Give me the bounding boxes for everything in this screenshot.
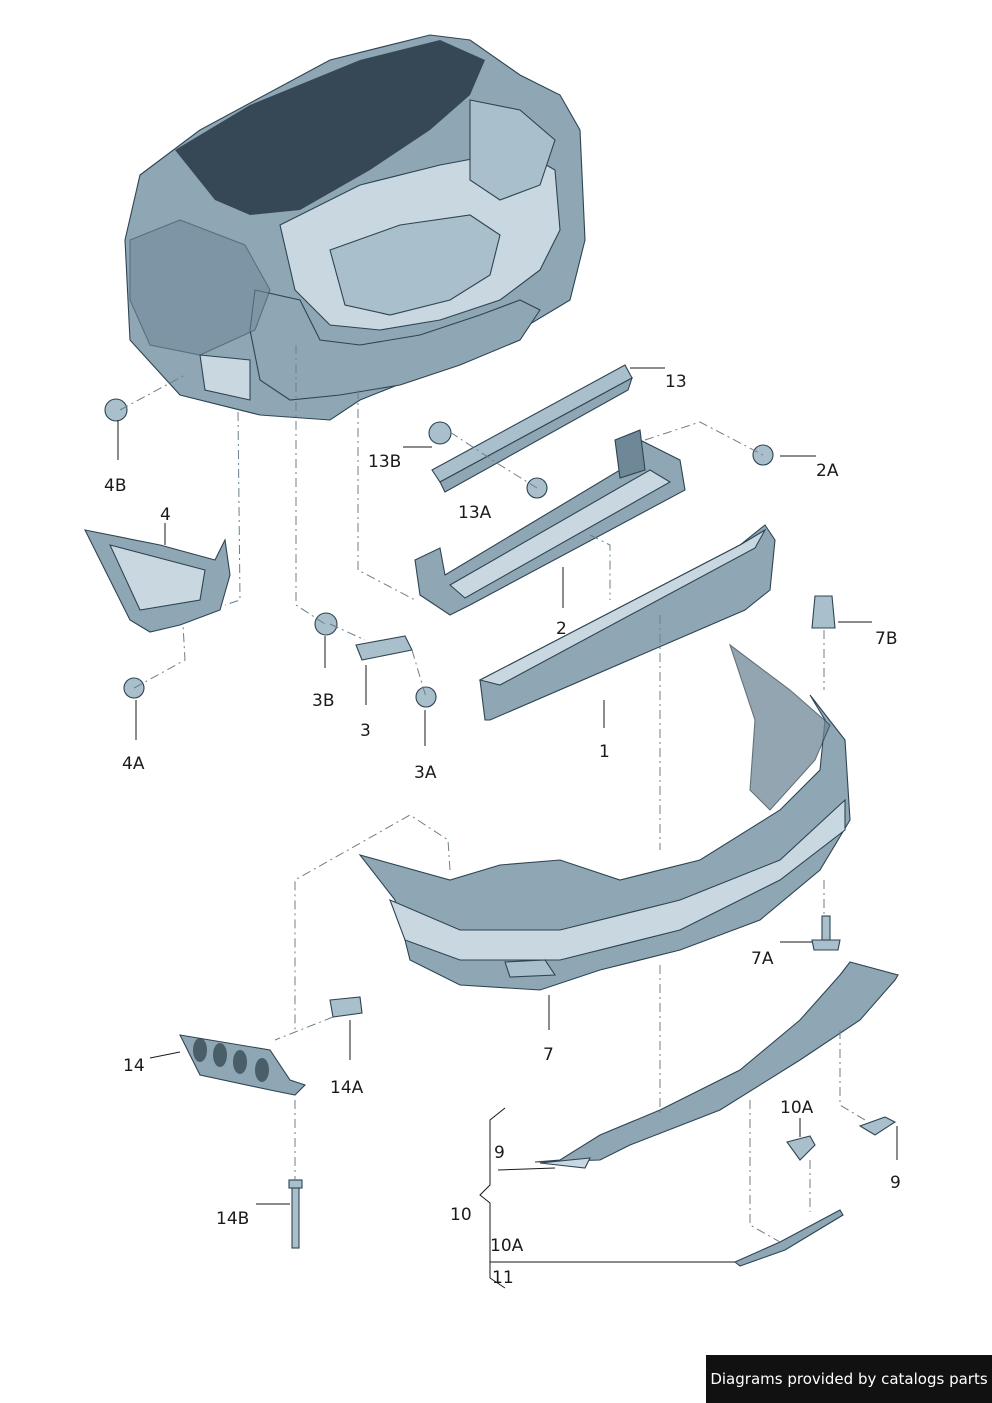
part-7-bumper-cover (358, 643, 851, 991)
part-3-clip (355, 635, 413, 661)
label-9-right: 9 (890, 1173, 901, 1193)
label-9-left: 9 (494, 1143, 505, 1163)
label-7a: 7A (751, 949, 774, 969)
part-10-diffuser (534, 961, 899, 1169)
label-3b: 3B (312, 691, 334, 711)
part-14b-rod (291, 1179, 300, 1249)
label-1: 1 (599, 742, 610, 762)
label-3a: 3A (414, 763, 437, 783)
part-14a-clip (329, 996, 363, 1018)
fastener-7b (811, 595, 836, 629)
label-10a-bottom: 10A (490, 1236, 524, 1256)
part-10a-clip (786, 1135, 816, 1161)
label-11: 11 (492, 1268, 514, 1288)
part-4-bracket (84, 529, 231, 633)
credit-banner: Diagrams provided by catalogs parts (706, 1355, 992, 1403)
label-14a: 14A (330, 1078, 364, 1098)
part-13-strip (431, 364, 633, 493)
label-13b: 13B (368, 452, 401, 472)
label-2: 2 (556, 619, 567, 639)
part-14-grille (179, 1034, 307, 1096)
fastener-7a-stem (821, 915, 831, 941)
part-2-impact-beam (414, 429, 686, 616)
fastener-3a (415, 686, 437, 708)
leader-lines (117, 367, 898, 1289)
label-4a: 4A (122, 754, 145, 774)
label-10: 10 (450, 1205, 472, 1225)
fastener-7a (811, 939, 841, 951)
assembly-lines (119, 345, 866, 1243)
fastener-3b (314, 612, 338, 636)
callout-labels: 13 13B 13A 2A 4B 4 2 7B 1 3B 3 4A 3A 7A … (104, 372, 901, 1288)
fasteners (104, 398, 897, 1249)
part-1-absorber (478, 524, 776, 721)
label-4: 4 (160, 505, 171, 525)
label-7b: 7B (875, 629, 897, 649)
part-14b-head (288, 1179, 303, 1189)
part-11-trim (733, 1209, 844, 1267)
part-9-cap (858, 1116, 897, 1136)
label-4b: 4B (104, 476, 126, 496)
label-14b: 14B (216, 1209, 249, 1229)
rear-body-shell (124, 34, 586, 421)
label-2a: 2A (816, 461, 839, 481)
label-10a-top: 10A (780, 1098, 814, 1118)
label-7: 7 (543, 1045, 554, 1065)
fastener-13b (428, 421, 452, 445)
label-3: 3 (360, 721, 371, 741)
label-13a: 13A (458, 503, 492, 523)
label-14: 14 (123, 1056, 145, 1076)
fastener-4b (104, 398, 128, 422)
label-13: 13 (665, 372, 687, 392)
